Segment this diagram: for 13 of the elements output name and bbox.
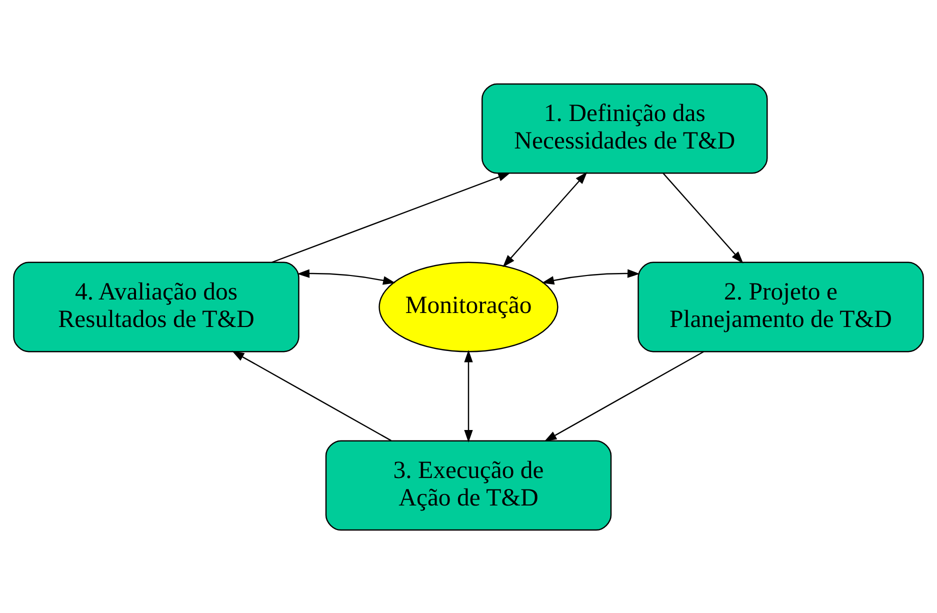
node-box: 2. Projeto e Planejamento de T&D — [638, 261, 924, 352]
arrow — [502, 171, 588, 267]
node-box: 1. Definição das Necessidades de T&D — [482, 82, 768, 174]
node-box: 4. Avaliação dos Resultados de T&D — [13, 261, 300, 352]
arrow — [297, 268, 396, 284]
arrow — [464, 349, 473, 442]
node-ellipse: Monitoração — [378, 261, 558, 352]
arrow — [272, 172, 511, 262]
arrow — [662, 172, 744, 264]
arrow — [232, 350, 392, 441]
node-box: 3. Execução de Ação de T&D — [325, 440, 612, 530]
arrow — [542, 268, 640, 284]
arrow — [544, 350, 704, 442]
